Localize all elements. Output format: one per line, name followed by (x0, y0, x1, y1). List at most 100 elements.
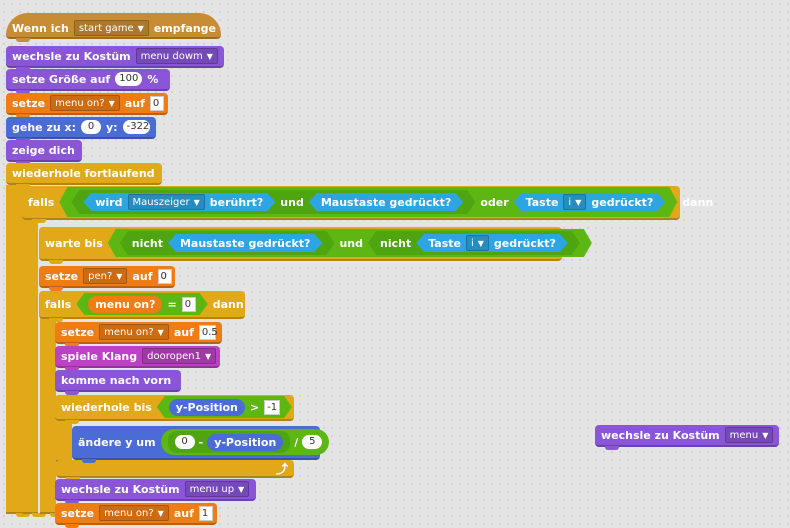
size-input[interactable]: 100 (115, 72, 143, 86)
x-input[interactable]: 0 (81, 120, 102, 134)
block-label: setze (61, 325, 95, 339)
y-position-reporter[interactable]: y-Position (207, 433, 284, 451)
if-1-arm (22, 216, 46, 517)
value-input[interactable]: 5 (302, 435, 323, 449)
key-dropdown[interactable]: i▼ (466, 235, 489, 251)
hat-label-post: empfange (153, 21, 216, 35)
subtract-operator[interactable]: 0 - y-Position (167, 431, 291, 453)
and-operator[interactable]: wird Mauszeiger▼ berührt? und Maustaste … (71, 190, 475, 214)
hat-label-pre: Wenn ich (12, 21, 69, 35)
go-to-front-block[interactable]: komme nach vorn (55, 370, 181, 395)
costume-dropdown[interactable]: menu▼ (724, 427, 774, 443)
show-block[interactable]: zeige dich (6, 140, 82, 165)
key-pressed-block[interactable]: Taste i▼ gedrückt? (514, 193, 666, 211)
hat-when-receive[interactable]: Wenn ich start game▼ empfange (6, 13, 221, 42)
value-input[interactable]: 0 (182, 297, 196, 312)
switch-costume-block[interactable]: wechsle zu Kostüm menu dowm▼ (6, 46, 224, 71)
set-variable-block[interactable]: setze pen?▼ auf 0 (39, 266, 175, 291)
chevron-down-icon: ▼ (157, 327, 164, 337)
chevron-down-icon: ▼ (157, 508, 164, 518)
equals-operator[interactable]: menu on? = 0 (76, 293, 207, 315)
unit-label: % (147, 72, 159, 86)
y-input[interactable]: -322 (122, 120, 150, 134)
not-operator[interactable]: nicht Maustaste gedrückt? (120, 231, 335, 255)
block-label: setze (45, 269, 79, 283)
go-to-xy-block[interactable]: gehe zu x: 0 y: -322 (6, 117, 156, 142)
chevron-down-icon: ▼ (238, 484, 245, 494)
message-dropdown[interactable]: start game▼ (73, 20, 149, 36)
divide-label: / (294, 435, 299, 449)
y-position-reporter[interactable]: y-Position (169, 399, 245, 416)
block-label: falls (28, 195, 55, 209)
divide-operator[interactable]: 0 - y-Position / 5 (160, 429, 330, 455)
block-label: dann (682, 195, 714, 209)
variable-dropdown[interactable]: menu on?▼ (99, 505, 169, 521)
block-label: wiederhole bis (61, 400, 152, 414)
sound-dropdown[interactable]: dooropen1▼ (142, 348, 217, 364)
block-label: wiederhole fortlaufend (12, 166, 155, 180)
greater-than-operator[interactable]: y-Position > -1 (157, 396, 292, 418)
block-label: setze (61, 506, 95, 520)
wait-until-block[interactable]: warte bis nicht Maustaste gedrückt? und … (39, 227, 562, 264)
touch-dropdown[interactable]: Mauszeiger▼ (128, 194, 205, 210)
chevron-down-icon: ▼ (116, 271, 123, 281)
block-label: auf (173, 325, 194, 339)
value-input[interactable]: 1 (198, 505, 213, 521)
if-block[interactable]: falls wird Mauszeiger▼ berührt? und Maus… (22, 186, 713, 223)
value-input[interactable]: -1 (264, 400, 280, 415)
floating-switch-costume-block[interactable]: wechsle zu Kostüm menu▼ (595, 425, 779, 450)
chevron-down-icon: ▼ (206, 51, 213, 61)
or-label: oder (480, 195, 509, 209)
touching-block[interactable]: wird Mauszeiger▼ berührt? (83, 193, 275, 211)
chevron-down-icon: ▼ (575, 197, 582, 207)
variable-dropdown[interactable]: menu on?▼ (99, 324, 169, 340)
mouse-down-block[interactable]: Maustaste gedrückt? (168, 234, 322, 252)
switch-costume-block[interactable]: wechsle zu Kostüm menu up▼ (55, 479, 256, 504)
forever-block[interactable]: wiederhole fortlaufend (6, 163, 162, 188)
or-operator[interactable]: wird Mauszeiger▼ berührt? und Maustaste … (59, 187, 677, 217)
chevron-down-icon: ▼ (137, 23, 144, 33)
block-label: y: (106, 120, 118, 134)
set-variable-block[interactable]: setze menu on?▼ auf 1 (55, 503, 217, 528)
mouse-down-block[interactable]: Maustaste gedrückt? (309, 193, 463, 211)
value-input[interactable]: 0 (157, 268, 172, 284)
block-label: spiele Klang (61, 349, 138, 363)
variable-reporter[interactable]: menu on? (88, 296, 162, 313)
set-variable-block[interactable]: setze menu on?▼ auf 0.5 (55, 322, 222, 347)
chevron-down-icon: ▼ (108, 98, 115, 108)
repeat-until-block[interactable]: wiederhole bis y-Position > -1 (55, 395, 294, 424)
play-sound-block[interactable]: spiele Klang dooropen1▼ (55, 346, 220, 371)
block-label: setze (12, 96, 46, 110)
if-2-arm (40, 317, 64, 517)
set-variable-block[interactable]: setze menu on?▼ auf 0 (6, 93, 168, 118)
chevron-down-icon: ▼ (477, 238, 484, 248)
block-label: wechsle zu Kostüm (12, 49, 131, 63)
change-y-block[interactable]: ändere y um 0 - y-Position / 5 (72, 426, 330, 463)
set-size-block[interactable]: setze Größe auf 100 % (6, 69, 170, 94)
block-label: zeige dich (12, 143, 75, 157)
block-label: auf (124, 96, 145, 110)
equals-label: = (167, 297, 177, 311)
value-input[interactable]: 0 (174, 435, 195, 449)
key-dropdown[interactable]: i▼ (563, 194, 586, 210)
block-label: auf (132, 269, 153, 283)
key-pressed-block[interactable]: Taste i▼ gedrückt? (416, 234, 568, 252)
if-block[interactable]: falls menu on? = 0 dann (39, 291, 245, 322)
not-operator[interactable]: nicht Taste i▼ gedrückt? (368, 231, 580, 255)
variable-dropdown[interactable]: pen?▼ (83, 268, 128, 284)
chevron-down-icon: ▼ (204, 351, 212, 361)
block-label: wechsle zu Kostüm (601, 428, 720, 442)
variable-dropdown[interactable]: menu on?▼ (50, 95, 120, 111)
block-label: falls (45, 297, 72, 311)
chevron-down-icon: ▼ (762, 430, 769, 440)
block-label: wechsle zu Kostüm (61, 482, 180, 496)
and-operator[interactable]: nicht Maustaste gedrückt? und nicht Tast… (108, 229, 592, 257)
loop-arrow-icon: ⤴ (275, 461, 288, 476)
value-input[interactable]: 0 (149, 95, 164, 111)
block-label: komme nach vorn (61, 373, 172, 387)
value-input[interactable]: 0.5 (198, 324, 218, 340)
chevron-down-icon: ▼ (193, 197, 200, 207)
costume-dropdown[interactable]: menu up▼ (184, 481, 250, 497)
costume-dropdown[interactable]: menu dowm▼ (135, 48, 218, 64)
minus-label: - (198, 435, 204, 449)
